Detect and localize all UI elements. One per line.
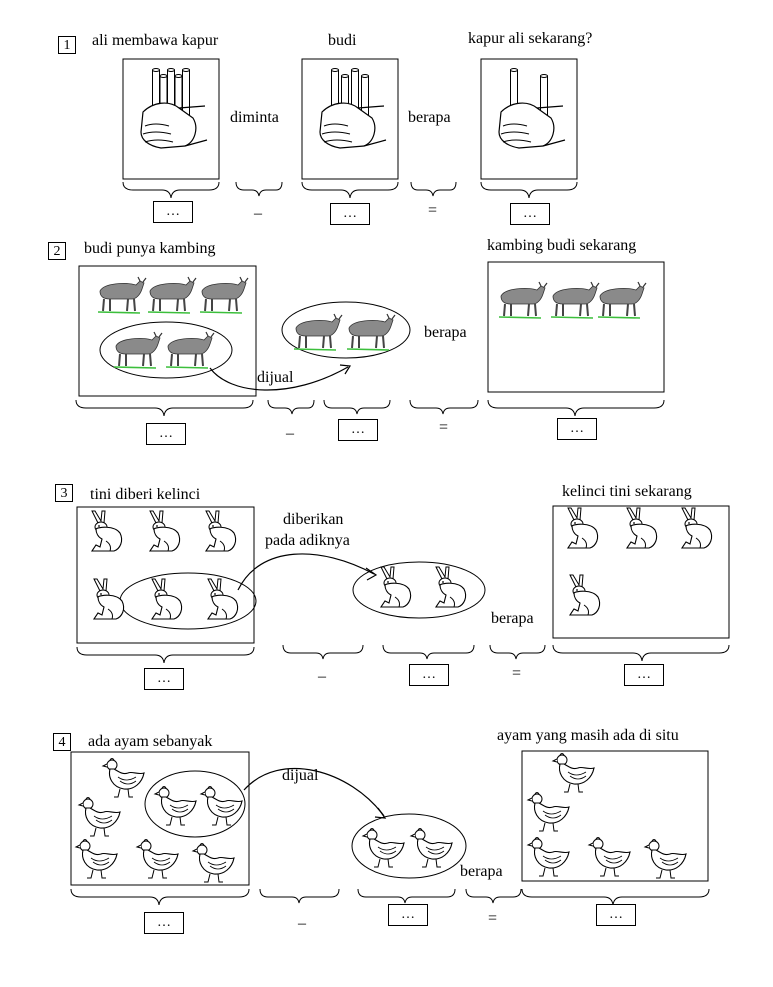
- question-label: berapa: [424, 324, 467, 341]
- brace: [489, 644, 546, 660]
- goat-icon: [346, 313, 396, 351]
- answer-box[interactable]: …: [510, 203, 550, 225]
- brace: [76, 646, 255, 664]
- brace: [122, 181, 220, 199]
- hen-group-sold: [362, 827, 453, 868]
- question-label: berapa: [408, 109, 451, 126]
- answer-box[interactable]: …: [409, 664, 449, 686]
- start-label: tini diberi kelinci: [90, 486, 201, 503]
- minus-sign: –: [298, 915, 306, 932]
- arrow-head: [374, 807, 387, 819]
- brace: [301, 181, 399, 199]
- equals-sign: =: [428, 202, 438, 219]
- verb-label-line1: diberikan: [283, 511, 344, 528]
- result-label: kambing budi sekarang: [487, 237, 637, 254]
- arrow: [243, 767, 385, 817]
- answer-box[interactable]: …: [153, 201, 193, 223]
- rabbit-group-given: [380, 566, 467, 608]
- answer-box[interactable]: …: [146, 423, 186, 445]
- brace: [409, 399, 479, 415]
- equals-sign: =: [512, 665, 522, 682]
- brace: [75, 399, 254, 417]
- rabbit-icon: [435, 566, 467, 608]
- question-label: berapa: [460, 863, 503, 880]
- brace: [487, 399, 665, 417]
- minus-sign: –: [254, 205, 262, 222]
- equals-sign: =: [488, 910, 498, 927]
- goat-group-sold: [293, 313, 396, 351]
- brace: [410, 181, 457, 197]
- arrow: [237, 553, 375, 591]
- verb-label-line2: pada adiknya: [265, 532, 350, 549]
- brace: [267, 399, 315, 415]
- brace: [521, 888, 710, 906]
- verb-label: diminta: [230, 109, 279, 126]
- start-label: ali membawa kapur: [92, 32, 219, 49]
- verb-label: dijual: [282, 767, 319, 784]
- brace: [282, 644, 364, 660]
- minus-sign: –: [286, 425, 294, 442]
- answer-box[interactable]: …: [330, 203, 370, 225]
- hen-icon: [362, 827, 405, 868]
- equals-sign: =: [439, 419, 449, 436]
- start-label: budi punya kambing: [84, 240, 216, 257]
- brace: [357, 888, 456, 904]
- result-label: ayam yang masih ada di situ: [497, 727, 679, 744]
- brace: [323, 399, 391, 415]
- verb-label: dijual: [257, 369, 294, 386]
- start-label: ada ayam sebanyak: [88, 733, 213, 750]
- answer-box[interactable]: …: [388, 904, 428, 926]
- answer-box[interactable]: …: [624, 664, 664, 686]
- problem-number: 4: [53, 733, 71, 751]
- brace: [382, 644, 475, 660]
- answer-box[interactable]: …: [557, 418, 597, 440]
- hen-icon: [410, 827, 453, 868]
- result-label: kapur ali sekarang?: [468, 30, 593, 47]
- question-label: berapa: [491, 610, 534, 627]
- minus-sign: –: [318, 668, 326, 685]
- arrow-head: [365, 567, 378, 581]
- arrow-head: [339, 364, 352, 375]
- arrow: [209, 366, 349, 391]
- answer-box[interactable]: …: [144, 668, 184, 690]
- result-label: kelinci tini sekarang: [562, 483, 692, 500]
- brace: [552, 644, 730, 662]
- brace: [465, 888, 522, 904]
- answer-box[interactable]: …: [338, 419, 378, 441]
- problem-number: 1: [58, 36, 76, 54]
- brace: [70, 888, 250, 906]
- problem-number: 2: [48, 242, 66, 260]
- brace: [235, 181, 283, 197]
- brace: [480, 181, 578, 199]
- answer-box[interactable]: …: [144, 912, 184, 934]
- answer-box[interactable]: …: [596, 904, 636, 926]
- goat-icon: [293, 313, 343, 351]
- given-label: budi: [328, 32, 357, 49]
- problem-number: 3: [55, 484, 73, 502]
- rabbit-icon: [380, 566, 412, 608]
- brace: [259, 888, 340, 904]
